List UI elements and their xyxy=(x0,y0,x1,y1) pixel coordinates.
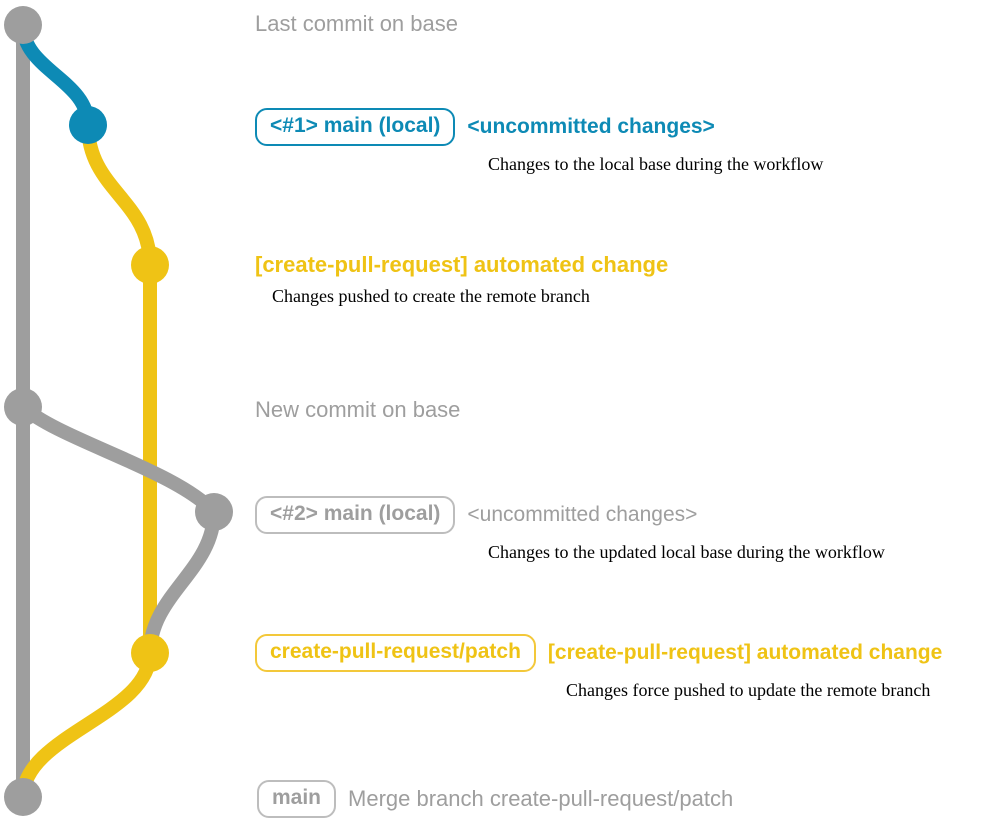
patch-merge-line xyxy=(16,646,157,804)
commit-entry-automated-change-2: create-pull-request/patch [create-pull-r… xyxy=(255,634,942,702)
commit-description: Changes to the updated local base during… xyxy=(488,542,885,563)
commit-entry-new-commit-on-base: New commit on base xyxy=(255,397,460,422)
commit-description: Changes to the local base during the wor… xyxy=(488,154,824,175)
node-patch-2 xyxy=(131,634,169,672)
commit-subject: Merge branch create-pull-request/patch xyxy=(348,786,734,812)
commit-subject: New commit on base xyxy=(255,397,461,422)
node-local-1 xyxy=(69,106,107,144)
commit-subject: [create-pull-request] automated change xyxy=(255,252,669,277)
commit-subject: Last commit on base xyxy=(255,11,458,36)
commit-subject: [create-pull-request] automated change xyxy=(547,641,943,664)
node-patch-1 xyxy=(131,246,169,284)
commit-entry-local-1: <#1> main (local) <uncommitted changes> … xyxy=(255,108,823,176)
local-branch-line-2 xyxy=(16,400,221,519)
merge-into-patch-line xyxy=(143,505,221,660)
commit-entry-automated-change-1: [create-pull-request] automated change C… xyxy=(255,252,668,308)
node-merge xyxy=(4,778,42,816)
branch-label-local-1[interactable]: <#1> main (local) xyxy=(255,108,456,147)
branch-label-local-2[interactable]: <#2> main (local) xyxy=(255,496,456,535)
branch-label-main[interactable]: main xyxy=(257,780,337,819)
node-local-2 xyxy=(195,493,233,531)
commit-description: Changes force pushed to update the remot… xyxy=(566,680,931,701)
patch-branch-line-1 xyxy=(81,118,157,272)
commit-subject: <uncommitted changes> xyxy=(467,503,698,526)
node-base-new xyxy=(4,388,42,426)
commit-subject: <uncommitted changes> xyxy=(467,115,715,138)
branch-label-patch[interactable]: create-pull-request/patch xyxy=(255,634,536,673)
commit-entry-merge-commit: main Merge branch create-pull-request/pa… xyxy=(257,780,734,819)
commit-entry-local-2: <#2> main (local) <uncommitted changes> … xyxy=(255,496,885,564)
commit-entry-last-commit-on-base: Last commit on base xyxy=(255,11,458,36)
node-base-top xyxy=(4,6,42,44)
commit-description: Changes pushed to create the remote bran… xyxy=(272,286,590,307)
